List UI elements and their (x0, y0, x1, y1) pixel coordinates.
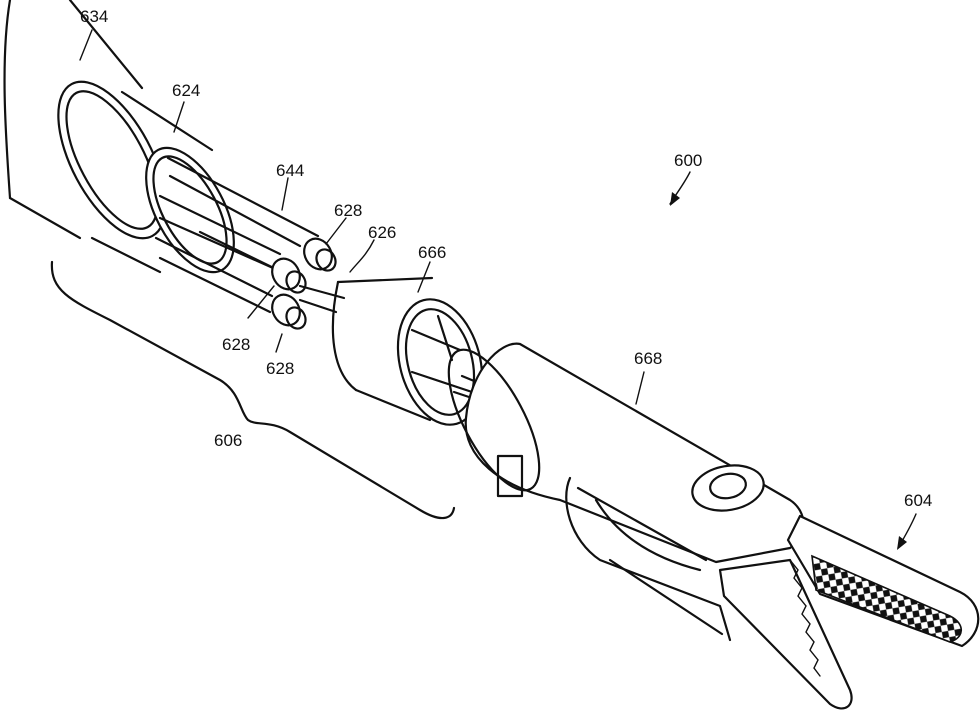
label-628-bottom: 628 (266, 359, 294, 378)
jaw-assembly-604 (718, 514, 980, 710)
label-644: 644 (276, 161, 304, 180)
leader-lines (79, 29, 645, 405)
label-628-top: 628 (334, 201, 362, 220)
bracket-606 (50, 260, 456, 520)
outer-sheath-634 (3, 0, 167, 240)
label-666: 666 (418, 243, 446, 262)
label-606: 606 (214, 431, 242, 450)
label-600: 600 (674, 151, 702, 170)
arrow-600 (669, 171, 691, 206)
wire-ends-628 (271, 237, 346, 330)
label-628-left: 628 (222, 335, 250, 354)
label-626: 626 (368, 223, 396, 242)
label-634: 634 (80, 7, 108, 26)
arrow-604 (897, 513, 917, 550)
label-624: 624 (172, 81, 200, 100)
label-668: 668 (634, 349, 662, 368)
label-604: 604 (904, 491, 932, 510)
